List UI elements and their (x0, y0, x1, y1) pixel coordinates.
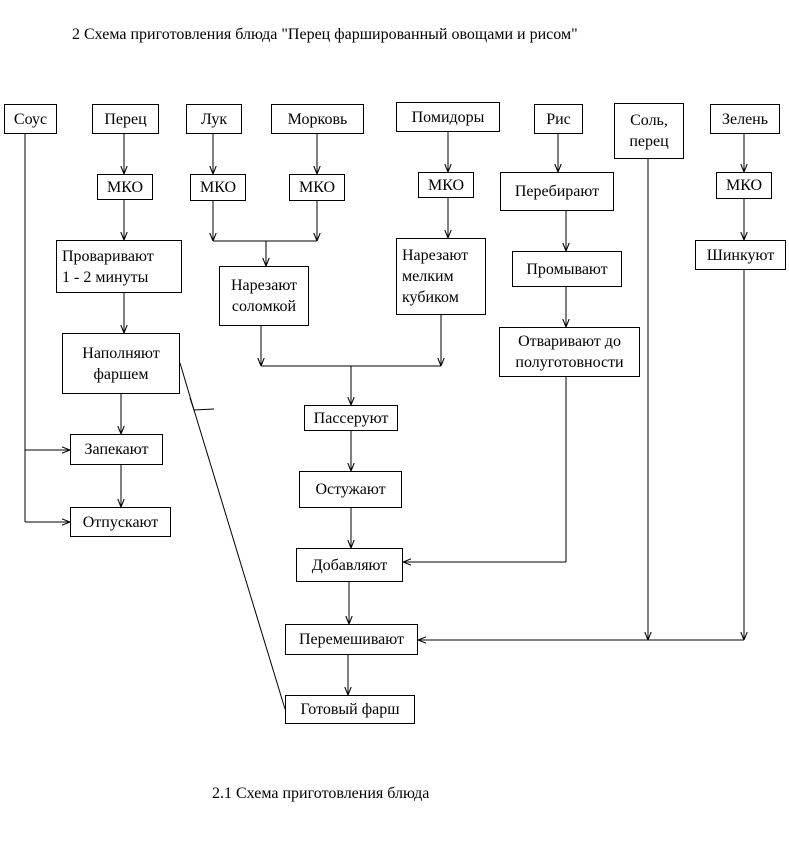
node-tomatoes: Помидоры (396, 102, 500, 132)
node-mix: Перемешивают (285, 624, 418, 655)
diagram-caption: 2.1 Схема приготовления блюда (212, 785, 430, 802)
node-saute: Пассеруют (304, 405, 398, 431)
node-cool: Остужают (299, 471, 402, 508)
node-ready-filling: Готовый фарш (285, 695, 415, 724)
node-cut-cubes: Нарезают мелким кубиком (396, 238, 486, 315)
node-mko-greens: МКО (716, 172, 772, 199)
node-boil-rice: Отваривают до полуготовности (499, 327, 640, 377)
node-add: Добавляют (296, 548, 403, 582)
ready-to-fill-line (179, 362, 286, 710)
node-bake: Запекают (70, 434, 163, 465)
node-cut-strips: Нарезают соломкой (219, 266, 309, 326)
node-mko-tomatoes: МКО (418, 172, 474, 198)
node-wash-rice: Промывают (512, 251, 622, 287)
node-blanch: Проваривают 1 - 2 минуты (56, 240, 182, 293)
node-sauce: Соус (4, 104, 57, 134)
node-pepper: Перец (92, 104, 159, 134)
ready-to-fill-arrowhead (189, 397, 215, 411)
node-serve: Отпускают (70, 507, 171, 537)
node-mko-onion: МКО (190, 174, 246, 201)
node-mko-pepper: МКО (97, 174, 153, 200)
node-greens: Зелень (710, 104, 780, 134)
node-rice: Рис (534, 104, 583, 134)
node-fill: Наполняют фаршем (62, 333, 180, 394)
node-onion: Лук (186, 104, 242, 134)
node-sort-rice: Перебирают (500, 172, 614, 211)
node-chop-greens: Шинкуют (695, 240, 786, 270)
node-carrot: Морковь (271, 104, 364, 134)
node-salt-pepper: Соль, перец (614, 103, 684, 159)
diagram-title: 2 Схема приготовления блюда "Перец фарши… (72, 26, 578, 43)
node-mko-carrot: МКО (289, 174, 345, 201)
